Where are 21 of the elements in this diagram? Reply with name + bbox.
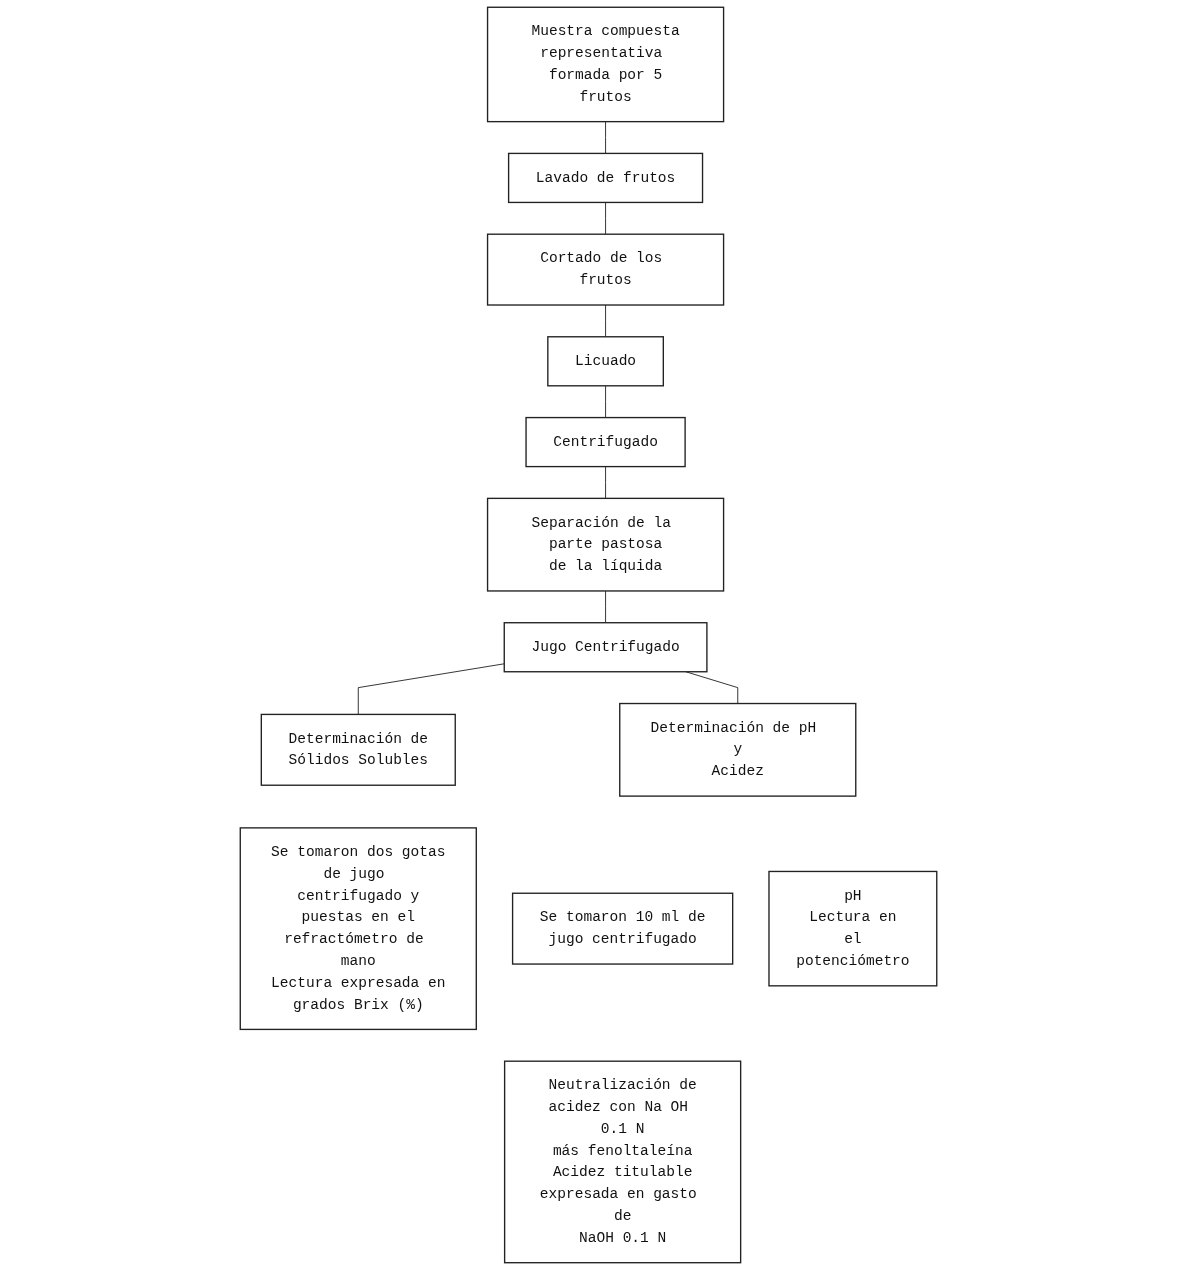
node-box: Separación de la parte pastosa de la líquida	[486, 497, 725, 592]
connector	[605, 121, 606, 154]
node-box: Jugo Centrifugado	[503, 622, 708, 673]
node-box: Se tomaron dos gotas de jugo centrifugado y puestas en el refractómetro de mano Lectura expresada en grados Brix (%)	[239, 827, 477, 1031]
node-box: Centrifugado	[525, 416, 686, 468]
node-box: pH Lectura en el potenciómetro	[768, 870, 938, 987]
node-box: Se tomaron 10 ml de jugo centrifugado	[511, 892, 734, 965]
connector	[605, 385, 606, 419]
node-box: Determinación de Sólidos Solubles	[260, 713, 456, 786]
connector	[605, 201, 606, 235]
node-box: Muestra compuesta representativa formada por 5 frutos	[486, 6, 725, 123]
node-box: Lavado de frutos	[507, 152, 704, 204]
node-box: Determinación de pH y Acidez	[619, 702, 857, 797]
connector	[357, 663, 505, 715]
node-box: Cortado de los frutos	[486, 233, 725, 306]
connector	[605, 304, 606, 338]
node-box: Licuado	[547, 336, 664, 387]
connector	[685, 671, 739, 704]
connector	[605, 590, 606, 624]
connector	[605, 466, 606, 499]
node-box: Neutralización de acidez con Na OH 0.1 N más fenoltaleína Acidez titulable expresada en gasto de NaOH 0.1 N	[503, 1060, 742, 1264]
